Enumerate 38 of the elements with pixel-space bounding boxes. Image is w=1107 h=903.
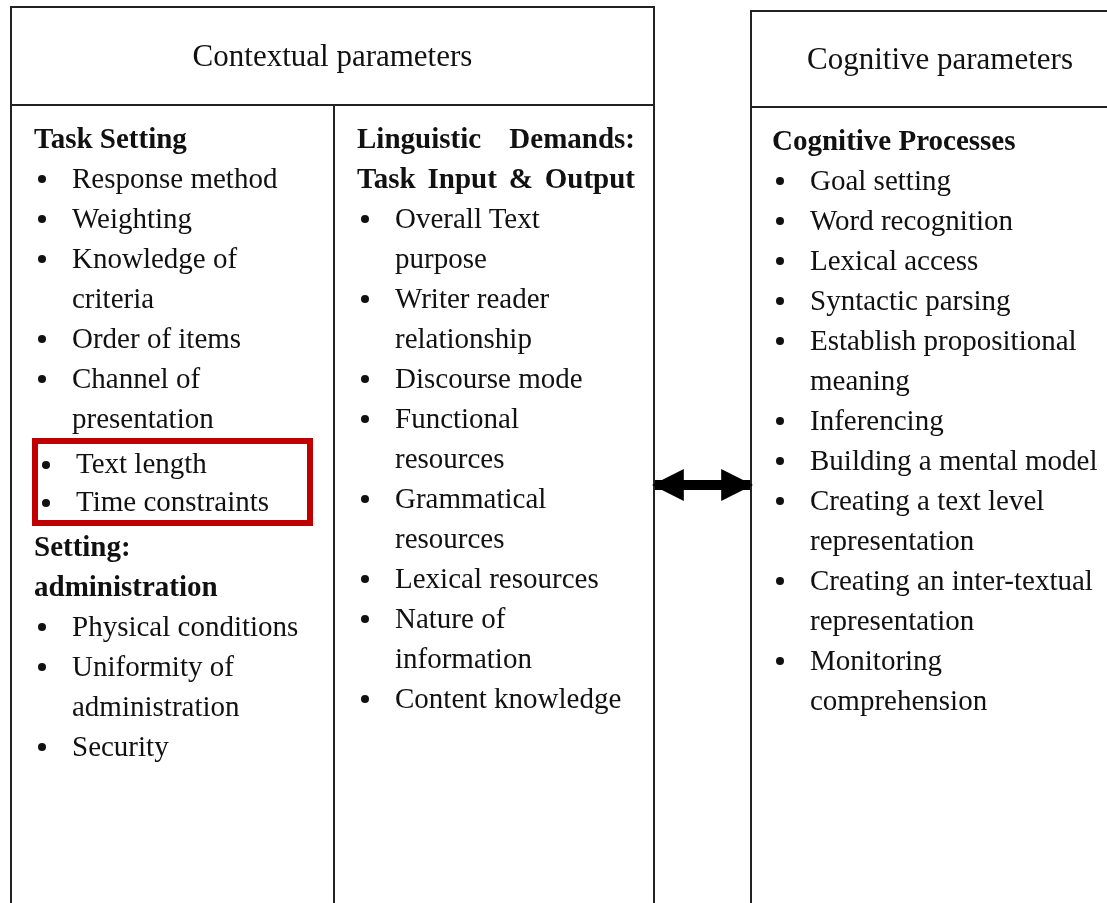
bullet-item: Creating an inter-textual representation xyxy=(772,560,1107,640)
parameter-panel xyxy=(10,6,655,903)
bullet-item: Lexical resources xyxy=(357,558,635,598)
bullet-item: Functional resources xyxy=(357,398,635,478)
highlight-box xyxy=(32,438,313,526)
bullet-item: Content knowledge xyxy=(357,678,635,718)
heading: Cognitive Processes xyxy=(772,123,1017,158)
bullet-item: Channel of presentation xyxy=(34,358,313,438)
bullet-item: Monitoring comprehension xyxy=(772,640,1107,720)
bullet-item: Time constraints xyxy=(38,482,307,520)
bullet-item: Response method xyxy=(34,158,313,198)
bullet-item: Text length xyxy=(38,444,307,482)
bullet-item: Physical conditions xyxy=(34,606,313,646)
bullet-item: Security xyxy=(34,726,313,766)
parameter-panel xyxy=(750,10,1107,903)
bullet-item: Creating a text level representation xyxy=(772,480,1107,560)
bullet-item: Order of items xyxy=(34,318,313,358)
bullet-item: Word recognition xyxy=(772,200,1107,240)
bullet-item: Weighting xyxy=(34,198,313,238)
bullet-item: Grammatical resources xyxy=(357,478,635,558)
heading: Linguistic Demands: Task Input & Output xyxy=(357,121,635,196)
bullet-item: Establish propositional meaning xyxy=(772,320,1107,400)
bullet-item: Building a mental model xyxy=(772,440,1107,480)
double-arrow xyxy=(651,469,754,501)
bullet-item: Goal setting xyxy=(772,160,1107,200)
bullet-item: Overall Text purpose xyxy=(357,198,635,278)
bullet-item: Discourse mode xyxy=(357,358,635,398)
heading: Setting: administration xyxy=(34,529,219,604)
bullet-item: Knowledge of criteria xyxy=(34,238,313,318)
bullet-item: Inferencing xyxy=(772,400,1107,440)
bullet-item: Uniformity of administration xyxy=(34,646,313,726)
bullet-item: Lexical access xyxy=(772,240,1107,280)
bullet-item: Nature of information xyxy=(357,598,635,678)
heading: Task Setting xyxy=(34,121,188,156)
panel-title: Cognitive parameters xyxy=(807,41,1073,77)
bullet-item: Syntactic parsing xyxy=(772,280,1107,320)
panel-title: Contextual parameters xyxy=(192,38,473,74)
bullet-item: Writer reader relationship xyxy=(357,278,635,358)
